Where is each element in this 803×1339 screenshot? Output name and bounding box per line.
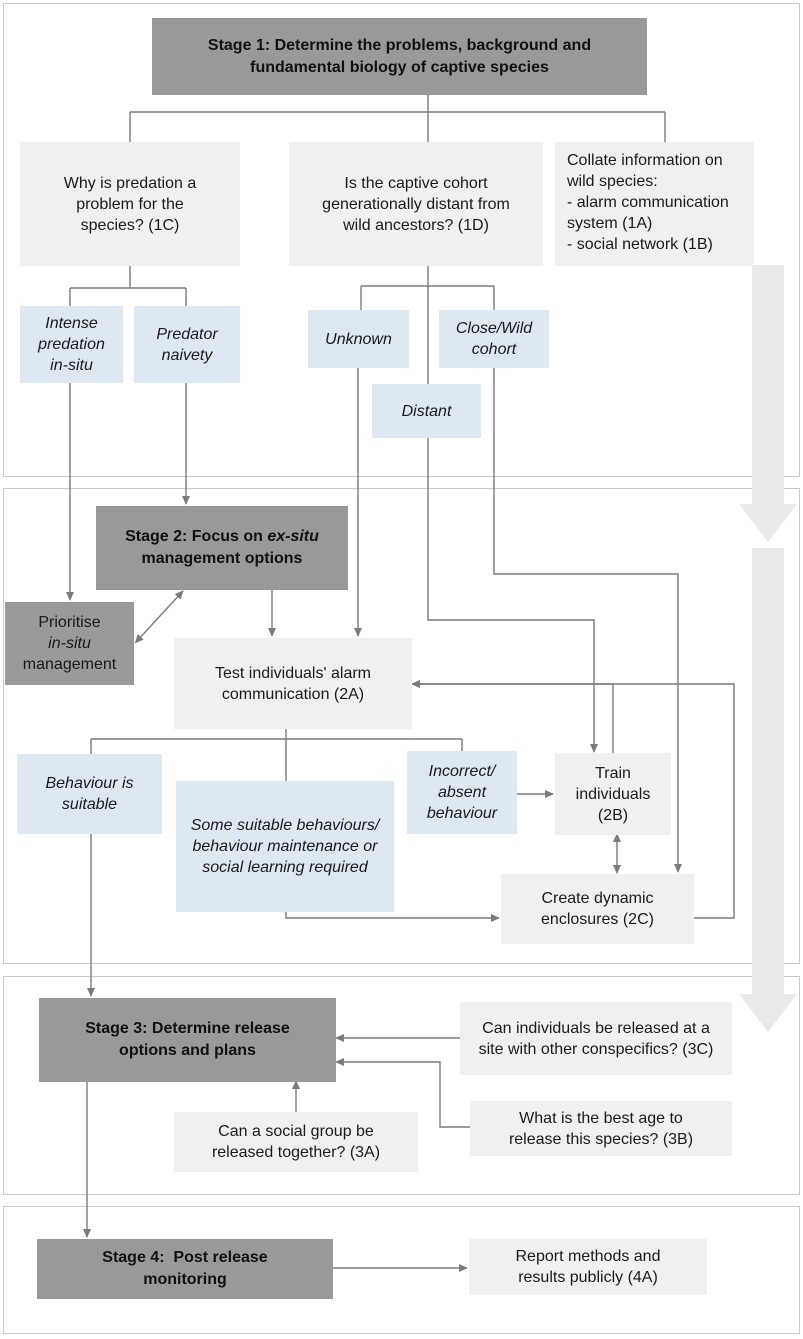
question-social-group-release-3a: Can a social group be released together?… — [174, 1112, 418, 1172]
collate-wild-info: Collate information on wild species: - a… — [555, 142, 754, 266]
question-best-release-age-3b: What is the best age to release this spe… — [470, 1101, 732, 1156]
test-alarm-communication-2a: Test individuals' alarm communication (2… — [174, 638, 412, 729]
behaviour-suitable-label: Behaviour is suitable — [17, 754, 162, 834]
stage4-title: Stage 4: Post release monitoring — [37, 1239, 333, 1299]
some-suitable-behaviours-label: Some suitable behaviours/ behaviour main… — [176, 781, 394, 912]
report-results-4a: Report methods and results publicly (4A) — [469, 1239, 707, 1295]
question-predation-1c: Why is predation a problem for the speci… — [20, 142, 240, 266]
close-wild-cohort-label: Close/Wild cohort — [439, 310, 549, 368]
train-individuals-2b: Train individuals (2B) — [555, 753, 671, 835]
stage2-title: Stage 2: Focus on ex-situ management opt… — [96, 506, 348, 590]
prioritise-in-situ-box: Prioritise in-situ management — [5, 602, 134, 685]
stage3-title: Stage 3: Determine release options and p… — [39, 998, 336, 1082]
stage1-title: Stage 1: Determine the problems, backgro… — [152, 18, 647, 95]
predator-naivety-label: Predator naivety — [134, 306, 240, 383]
intense-predation-label: Intense predation in-situ — [20, 306, 123, 383]
unknown-label: Unknown — [308, 310, 409, 368]
question-generational-distance-1d: Is the captive cohort generationally dis… — [289, 142, 543, 266]
incorrect-behaviour-label: Incorrect/ absent behaviour — [407, 751, 517, 834]
distant-label: Distant — [372, 384, 481, 438]
create-dynamic-enclosures-2c: Create dynamic enclosures (2C) — [501, 874, 694, 944]
question-release-with-conspecifics-3c: Can individuals be released at a site wi… — [460, 1002, 732, 1075]
